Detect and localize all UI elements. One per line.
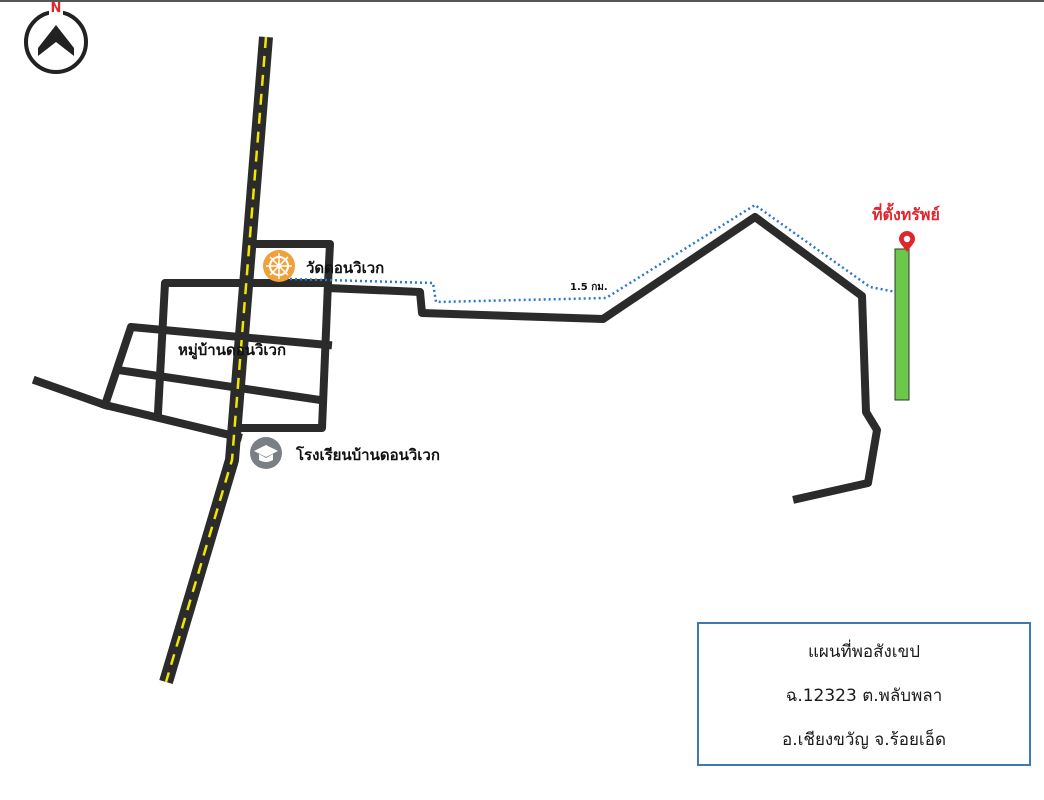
distance-label: 1.5 กม. [570,282,608,293]
legend-box: แผนที่พอสังเขป ฉ.12323 ต.พลับพลา อ.เชียง… [697,622,1031,766]
road-village-block [153,279,332,418]
village-label: หมู่บ้านดอนวิเวก [178,341,287,359]
legend-location: อ.เชียงขวัญ จ.ร้อยเอ็ด [781,730,946,750]
map-pin-icon [899,231,915,252]
property-plot [894,248,910,401]
legend-title: แผนที่พอสังเขป [807,642,921,662]
school-label: โรงเรียนบ้านดอนวิเวก [296,446,440,464]
temple-label: วัดดอนวิเวก [306,259,385,277]
road-outer-loop [99,323,333,411]
road-west-spur [31,375,243,442]
road-village-east [241,278,333,432]
north-label: N [49,1,63,16]
school-cap-icon [250,437,282,469]
road-to-property [323,213,881,504]
road-temple-loop [244,240,334,288]
highway [159,36,273,684]
north-arrow-icon [24,10,88,74]
local-roads [31,213,881,504]
property-label: ที่ตั้งทรัพย์ [872,205,940,224]
temple-wheel-icon [263,250,295,282]
road-mid-cross [113,365,325,405]
legend-deed-number: ฉ.12323 ต.พลับพลา [785,686,943,706]
